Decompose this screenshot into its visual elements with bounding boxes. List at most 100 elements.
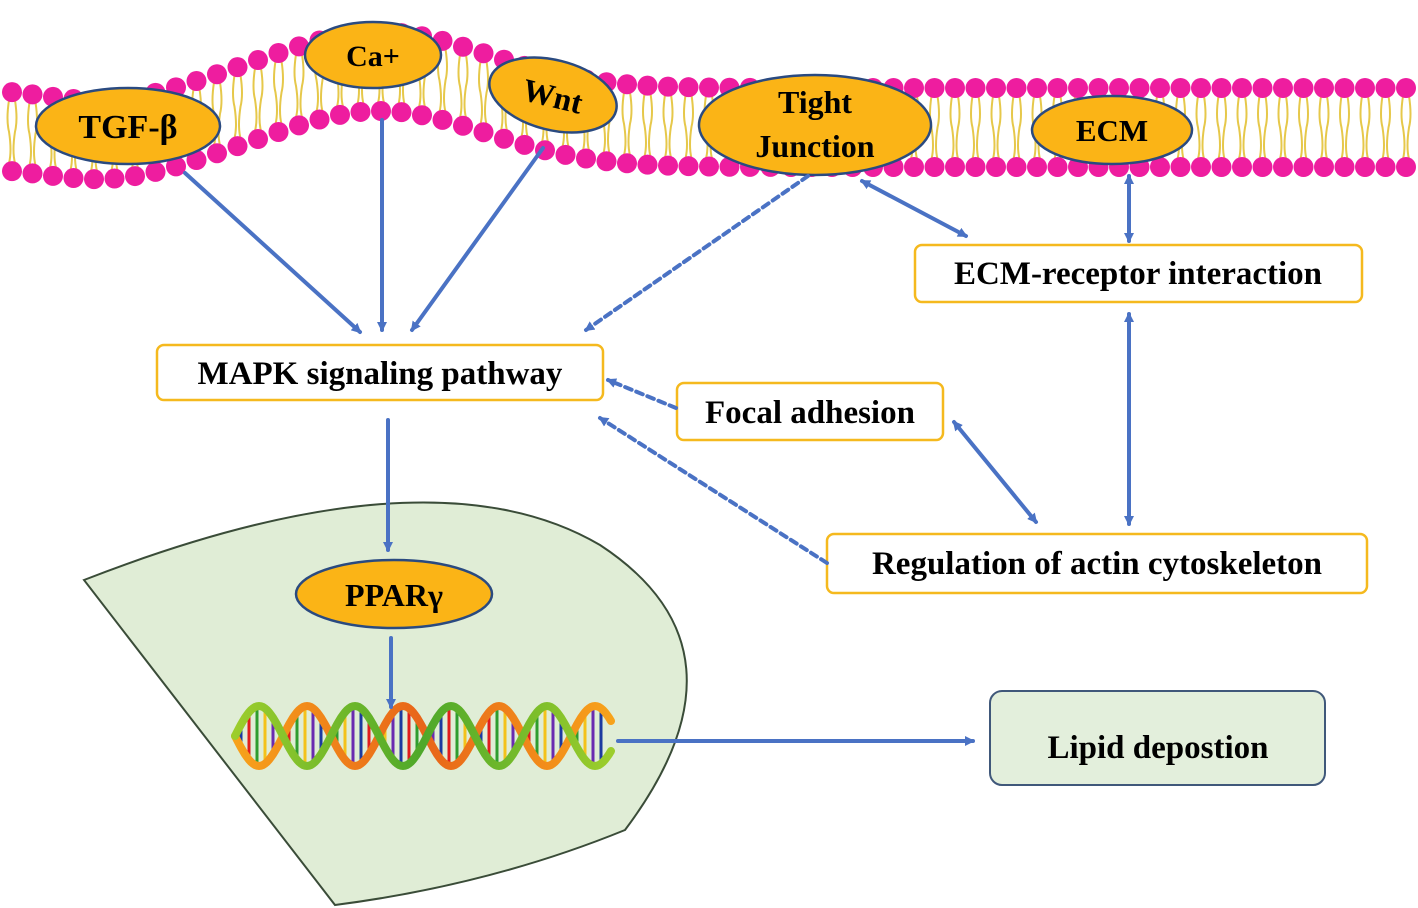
- lipid-head: [268, 121, 289, 142]
- actin-box[interactable]: Regulation of actin cytoskeleton: [825, 532, 1369, 595]
- lipid-head: [924, 156, 945, 177]
- dna-strand-orange: [231, 701, 615, 771]
- lipid-head: [555, 144, 576, 165]
- lipid-head: [658, 76, 678, 97]
- lipid-tail: [293, 54, 305, 118]
- lipid-head: [1068, 78, 1088, 98]
- lipid-tail: [1257, 95, 1268, 160]
- lipid-head: [945, 156, 965, 177]
- lipid-tail: [662, 94, 674, 158]
- lipid-tail: [252, 67, 264, 132]
- tight-label: Tight: [778, 84, 852, 120]
- lipid-head: [904, 156, 924, 177]
- lipid-head: [330, 104, 350, 125]
- receptor-ecm[interactable]: ECM: [1030, 94, 1194, 166]
- lipid-head: [1047, 157, 1068, 177]
- lipid-head: [125, 166, 145, 187]
- lipid-head: [186, 150, 207, 171]
- lipid-head: [1375, 78, 1396, 98]
- lipid-tail: [642, 93, 653, 157]
- nucleus-shape: [82, 501, 688, 907]
- lipid-tail: [273, 60, 284, 125]
- ecm-label: ECM: [1076, 113, 1148, 148]
- lipid-head: [658, 155, 678, 176]
- lipid-tail: [457, 54, 469, 119]
- lipid-head: [22, 163, 43, 184]
- lipid-tail: [478, 61, 489, 125]
- lipid-head: [945, 77, 965, 98]
- lipid-head: [1191, 78, 1211, 98]
- focal-label: Focal adhesion: [705, 395, 915, 431]
- arrow-tight-ecm-receptor: [860, 179, 968, 238]
- lipid-head: [1252, 78, 1273, 98]
- lipid-head: [248, 50, 268, 71]
- lipid-head: [986, 157, 1006, 177]
- lipid-head: [986, 78, 1006, 98]
- lipid-head: [1252, 157, 1273, 177]
- arrow-tight-to-mapk: [584, 174, 810, 332]
- lipid-head: [904, 77, 924, 98]
- lipid-head: [63, 168, 84, 189]
- lipid-head: [596, 151, 617, 172]
- lipid-head: [1293, 78, 1314, 98]
- focal-adhesion-box[interactable]: Focal adhesion: [675, 381, 945, 442]
- lipid-tail: [1318, 95, 1330, 160]
- arrow-focal-to-mapk: [606, 378, 678, 410]
- lipid-tail: [1195, 95, 1207, 160]
- lipid-head: [371, 101, 391, 122]
- lipid-tail: [990, 95, 1002, 160]
- lipid-head: [699, 156, 719, 177]
- lipid-tail: [1359, 95, 1371, 160]
- lipid-head: [248, 129, 268, 150]
- lipid-tail: [1380, 95, 1391, 160]
- lipid-head: [268, 42, 289, 63]
- lipid-head: [1170, 78, 1191, 98]
- lipid-head: [350, 101, 371, 122]
- lipid-head: [1314, 157, 1334, 177]
- lipid-head: [1355, 157, 1375, 177]
- lipid-head: [22, 84, 43, 105]
- lipid-label: Lipid depostion: [1047, 730, 1268, 766]
- lipid-deposition-box[interactable]: Lipid depostion: [989, 690, 1326, 786]
- lipid-head: [965, 156, 986, 177]
- lipid-head: [699, 77, 719, 98]
- lipid-tail: [232, 75, 243, 139]
- calcium-label: Ca+: [346, 40, 400, 73]
- lipid-head: [1170, 157, 1191, 177]
- lipid-head: [227, 57, 248, 78]
- lipid-head: [473, 122, 494, 143]
- receptor-tgf-beta[interactable]: TGF-β: [34, 86, 222, 166]
- lipid-head: [678, 156, 699, 177]
- lipid-head: [453, 36, 473, 57]
- lipid-head: [637, 154, 658, 175]
- ppar-label: PPARγ: [345, 577, 443, 613]
- lipid-tail: [27, 102, 38, 166]
- receptor-calcium[interactable]: Ca+: [303, 20, 443, 90]
- ecm-receptor-box[interactable]: ECM-receptor interaction: [913, 243, 1364, 304]
- receptor-tight-junction[interactable]: Tight Junction: [697, 73, 933, 177]
- mapk-box[interactable]: MAPK signaling pathway: [155, 343, 605, 402]
- lipid-head: [43, 165, 63, 186]
- lipid-head: [1293, 157, 1314, 177]
- receptor-wnt[interactable]: Wnt: [481, 45, 624, 144]
- lipid-head: [1027, 157, 1047, 177]
- lipid-head: [965, 77, 986, 98]
- lipid-tail: [683, 95, 694, 159]
- lipid-head: [104, 168, 125, 189]
- arrow-tgf-to-mapk: [183, 171, 362, 334]
- lipid-head: [186, 71, 207, 92]
- ppar-gamma[interactable]: PPARγ: [294, 558, 494, 630]
- lipid-head: [1273, 157, 1293, 177]
- lipid-tail: [6, 99, 18, 164]
- lipid-head: [1211, 157, 1232, 177]
- lipid-head: [1150, 78, 1170, 98]
- tgf-beta-label: TGF-β: [78, 109, 177, 146]
- lipid-head: [227, 136, 248, 157]
- lipid-tail: [970, 95, 981, 160]
- lipid-head: [617, 153, 637, 174]
- lipid-head: [207, 143, 227, 164]
- actin-label: Regulation of actin cytoskeleton: [872, 546, 1322, 582]
- dna-helix-icon: [231, 701, 615, 771]
- lipid-head: [678, 77, 699, 98]
- lipid-head: [391, 102, 412, 123]
